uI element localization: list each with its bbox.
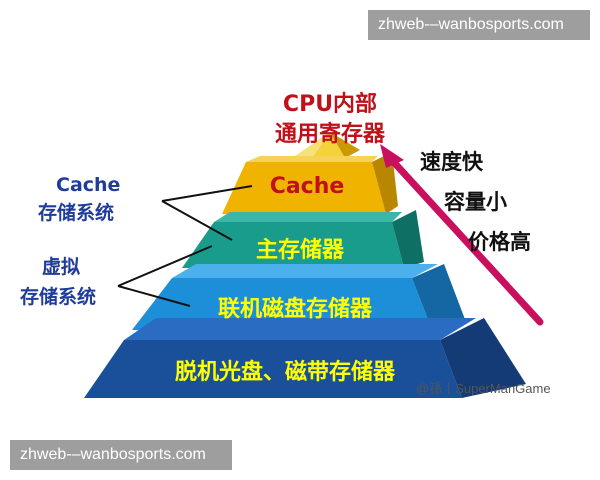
tier-label-cache: Cache [269,174,345,199]
tier-label-offline: 脱机光盘、磁带存储器 [174,360,395,385]
arrow-label-price: 价格高 [468,230,531,254]
watermark-top: zhweb-–wanbosports.com [368,10,590,40]
offline-tier-shape [84,318,526,398]
speed-arrow-head [380,144,404,168]
register-label-line2: 通用寄存器 [274,122,385,147]
arrow-label-speed: 速度快 [420,150,483,174]
author-credit: @孫丨SuperManGame [416,381,551,396]
cache-tier-shape [222,152,398,214]
watermark-bottom: zhweb-–wanbosports.com [10,440,232,470]
cache-system-line2: 存储系统 [38,202,115,224]
main-memory-tier-shape [182,210,424,268]
virtual-bracket-lower [117,285,191,307]
register-label-line1: CPU内部 [282,92,378,117]
virtual-bracket-upper [117,245,213,287]
cache-bracket-lower [161,200,233,241]
virtual-system-line1: 虚拟 [42,256,81,278]
register-tier-shape [292,132,360,158]
speed-arrow-shaft [386,154,544,326]
cache-bracket-upper [161,185,253,202]
online-disk-tier-shape [132,264,466,330]
tier-label-online-disk: 联机磁盘存储器 [217,297,372,322]
tier-label-main-memory: 主存储器 [255,238,344,263]
virtual-system-line2: 存储系统 [20,286,97,308]
cache-system-line1: Cache [56,174,121,196]
arrow-label-capacity: 容量小 [444,190,507,214]
